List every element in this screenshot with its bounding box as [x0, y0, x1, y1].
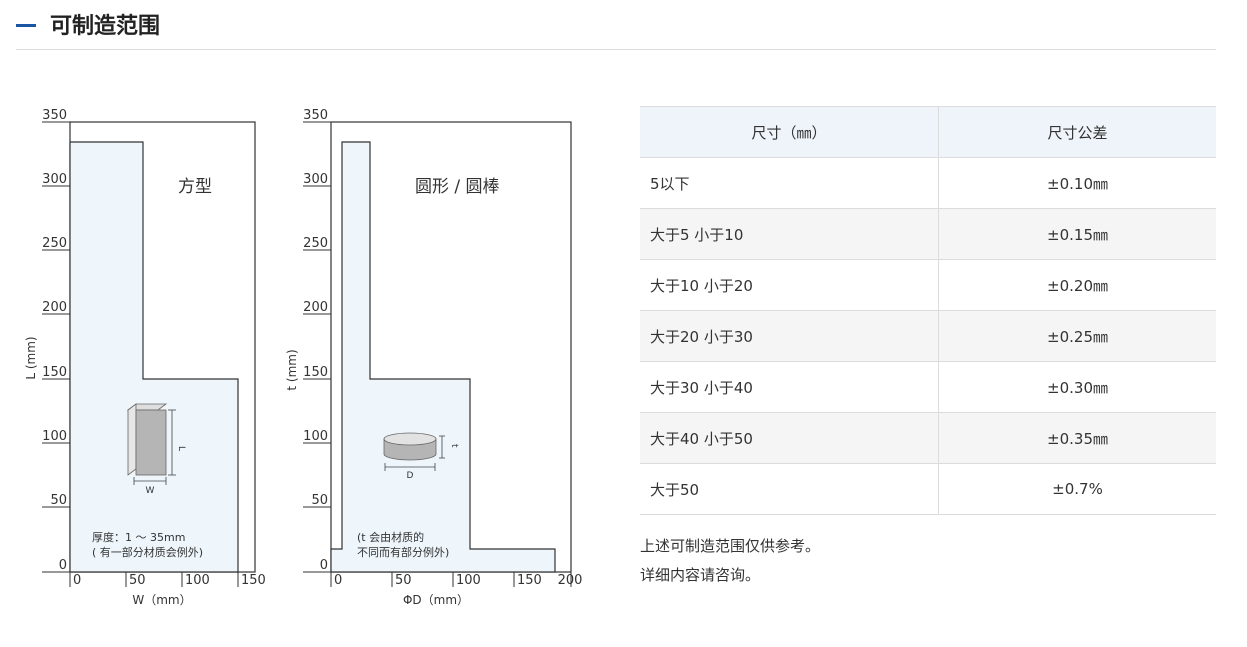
chart-title: 方型	[178, 177, 212, 197]
x-tick-label: 150	[517, 573, 542, 588]
header-size: 尺寸（㎜）	[640, 106, 939, 158]
cell-size: 大于5 小于10	[640, 208, 939, 260]
cell-tolerance: ±0.7%	[938, 463, 1216, 515]
section-title: 可制造范围	[50, 14, 161, 39]
y-tick-label: 0	[59, 558, 67, 573]
section-header: 可制造范围	[16, 6, 1216, 50]
y-tick-label: 150	[42, 365, 67, 380]
cell-tolerance: ±0.35㎜	[938, 412, 1216, 464]
x-axis-label: W（mm）	[132, 593, 191, 607]
chart-round: 350 300 250 200 150 100 50 0 0 50 100 15…	[281, 100, 582, 615]
table-row: 大于40 小于50 ±0.35㎜	[640, 412, 1216, 464]
y-tick-label: 200	[303, 300, 328, 315]
cell-size: 大于40 小于50	[640, 412, 939, 464]
table-row: 5以下 ±0.10㎜	[640, 157, 1216, 209]
cell-tolerance: ±0.15㎜	[938, 208, 1216, 260]
y-tick-label: 150	[303, 365, 328, 380]
y-tick-label: 100	[42, 429, 67, 444]
table-header-row: 尺寸（㎜） 尺寸公差	[640, 106, 1216, 158]
y-tick-label: 100	[303, 429, 328, 444]
y-axis: 350 300 250 200 150 100 50 0	[303, 108, 331, 573]
note-reference: 上述可制造范围仅供参考。	[640, 537, 821, 555]
x-axis: 0 50 100 150 200	[330, 572, 583, 588]
note-line-2: ( 有一部分材质会例外)	[92, 545, 203, 559]
y-axis: 350 300 250 200 150 100 50 0	[42, 108, 70, 573]
note-line-1: (t 会由材质的	[357, 530, 424, 544]
dim-label-b: W	[146, 486, 155, 496]
title-accent-bar	[16, 24, 36, 27]
y-tick-label: 50	[50, 493, 67, 508]
x-tick-label: 150	[241, 573, 266, 588]
x-tick-label: 0	[73, 573, 81, 588]
tolerance-table: 尺寸（㎜） 尺寸公差 5以下 ±0.10㎜ 大于5 小于10 ±0.15㎜ 大于…	[640, 106, 1216, 515]
table-row: 大于30 小于40 ±0.30㎜	[640, 361, 1216, 413]
cell-tolerance: ±0.20㎜	[938, 259, 1216, 311]
chart-square: 350 300 250 200 150 100 50 0 0 50 100 15…	[20, 100, 310, 615]
y-tick-label: 300	[42, 172, 67, 187]
x-tick-label: 100	[456, 573, 481, 588]
y-tick-label: 250	[42, 236, 67, 251]
notes: 上述可制造范围仅供参考。 详细内容请咨询。	[640, 532, 820, 590]
cell-tolerance: ±0.10㎜	[938, 157, 1216, 209]
x-axis: 0 50 100 150	[69, 572, 266, 588]
range-shape	[330, 141, 556, 573]
y-tick-label: 350	[42, 108, 67, 123]
y-axis-label: t (mm)	[285, 349, 299, 390]
x-tick-label: 50	[395, 573, 412, 588]
dim-label-a: t	[449, 444, 459, 448]
y-tick-label: 50	[311, 493, 328, 508]
cell-size: 大于50	[640, 463, 939, 515]
table-row: 大于50 ±0.7%	[640, 463, 1216, 515]
dim-label-a: L	[176, 446, 186, 451]
y-tick-label: 350	[303, 108, 328, 123]
y-axis-label: L (mm)	[24, 336, 38, 379]
x-tick-label: 50	[129, 573, 146, 588]
table-row: 大于5 小于10 ±0.15㎜	[640, 208, 1216, 260]
chart-title: 圆形 / 圆棒	[415, 177, 500, 197]
cell-size: 5以下	[640, 157, 939, 209]
cell-tolerance: ±0.25㎜	[938, 310, 1216, 362]
chart-square-svg: 350 300 250 200 150 100 50 0 0 50 100 15…	[24, 108, 266, 607]
x-tick-label: 0	[334, 573, 342, 588]
note-inquiry: 详细内容请咨询。	[640, 566, 761, 584]
dim-label-b: D	[407, 471, 414, 481]
cell-size: 大于30 小于40	[640, 361, 939, 413]
box-icon	[126, 403, 176, 485]
note-line-1: 厚度：1 ～ 35mm	[92, 530, 185, 544]
y-tick-label: 250	[303, 236, 328, 251]
cell-tolerance: ±0.30㎜	[938, 361, 1216, 413]
cell-size: 大于20 小于30	[640, 310, 939, 362]
y-tick-label: 0	[320, 558, 328, 573]
chart-round-svg: 350 300 250 200 150 100 50 0 0 50 100 15…	[285, 108, 583, 607]
cylinder-icon	[383, 432, 445, 471]
y-tick-label: 300	[303, 172, 328, 187]
y-tick-label: 200	[42, 300, 67, 315]
note-line-2: 不同而有部分例外)	[357, 545, 449, 559]
x-axis-label: ΦD（mm）	[403, 593, 469, 607]
range-shape	[69, 141, 239, 573]
table-row: 大于20 小于30 ±0.25㎜	[640, 310, 1216, 362]
cell-size: 大于10 小于20	[640, 259, 939, 311]
x-tick-label: 100	[185, 573, 210, 588]
header-tolerance: 尺寸公差	[938, 106, 1216, 158]
x-tick-label: 200	[558, 573, 583, 588]
table-row: 大于10 小于20 ±0.20㎜	[640, 259, 1216, 311]
